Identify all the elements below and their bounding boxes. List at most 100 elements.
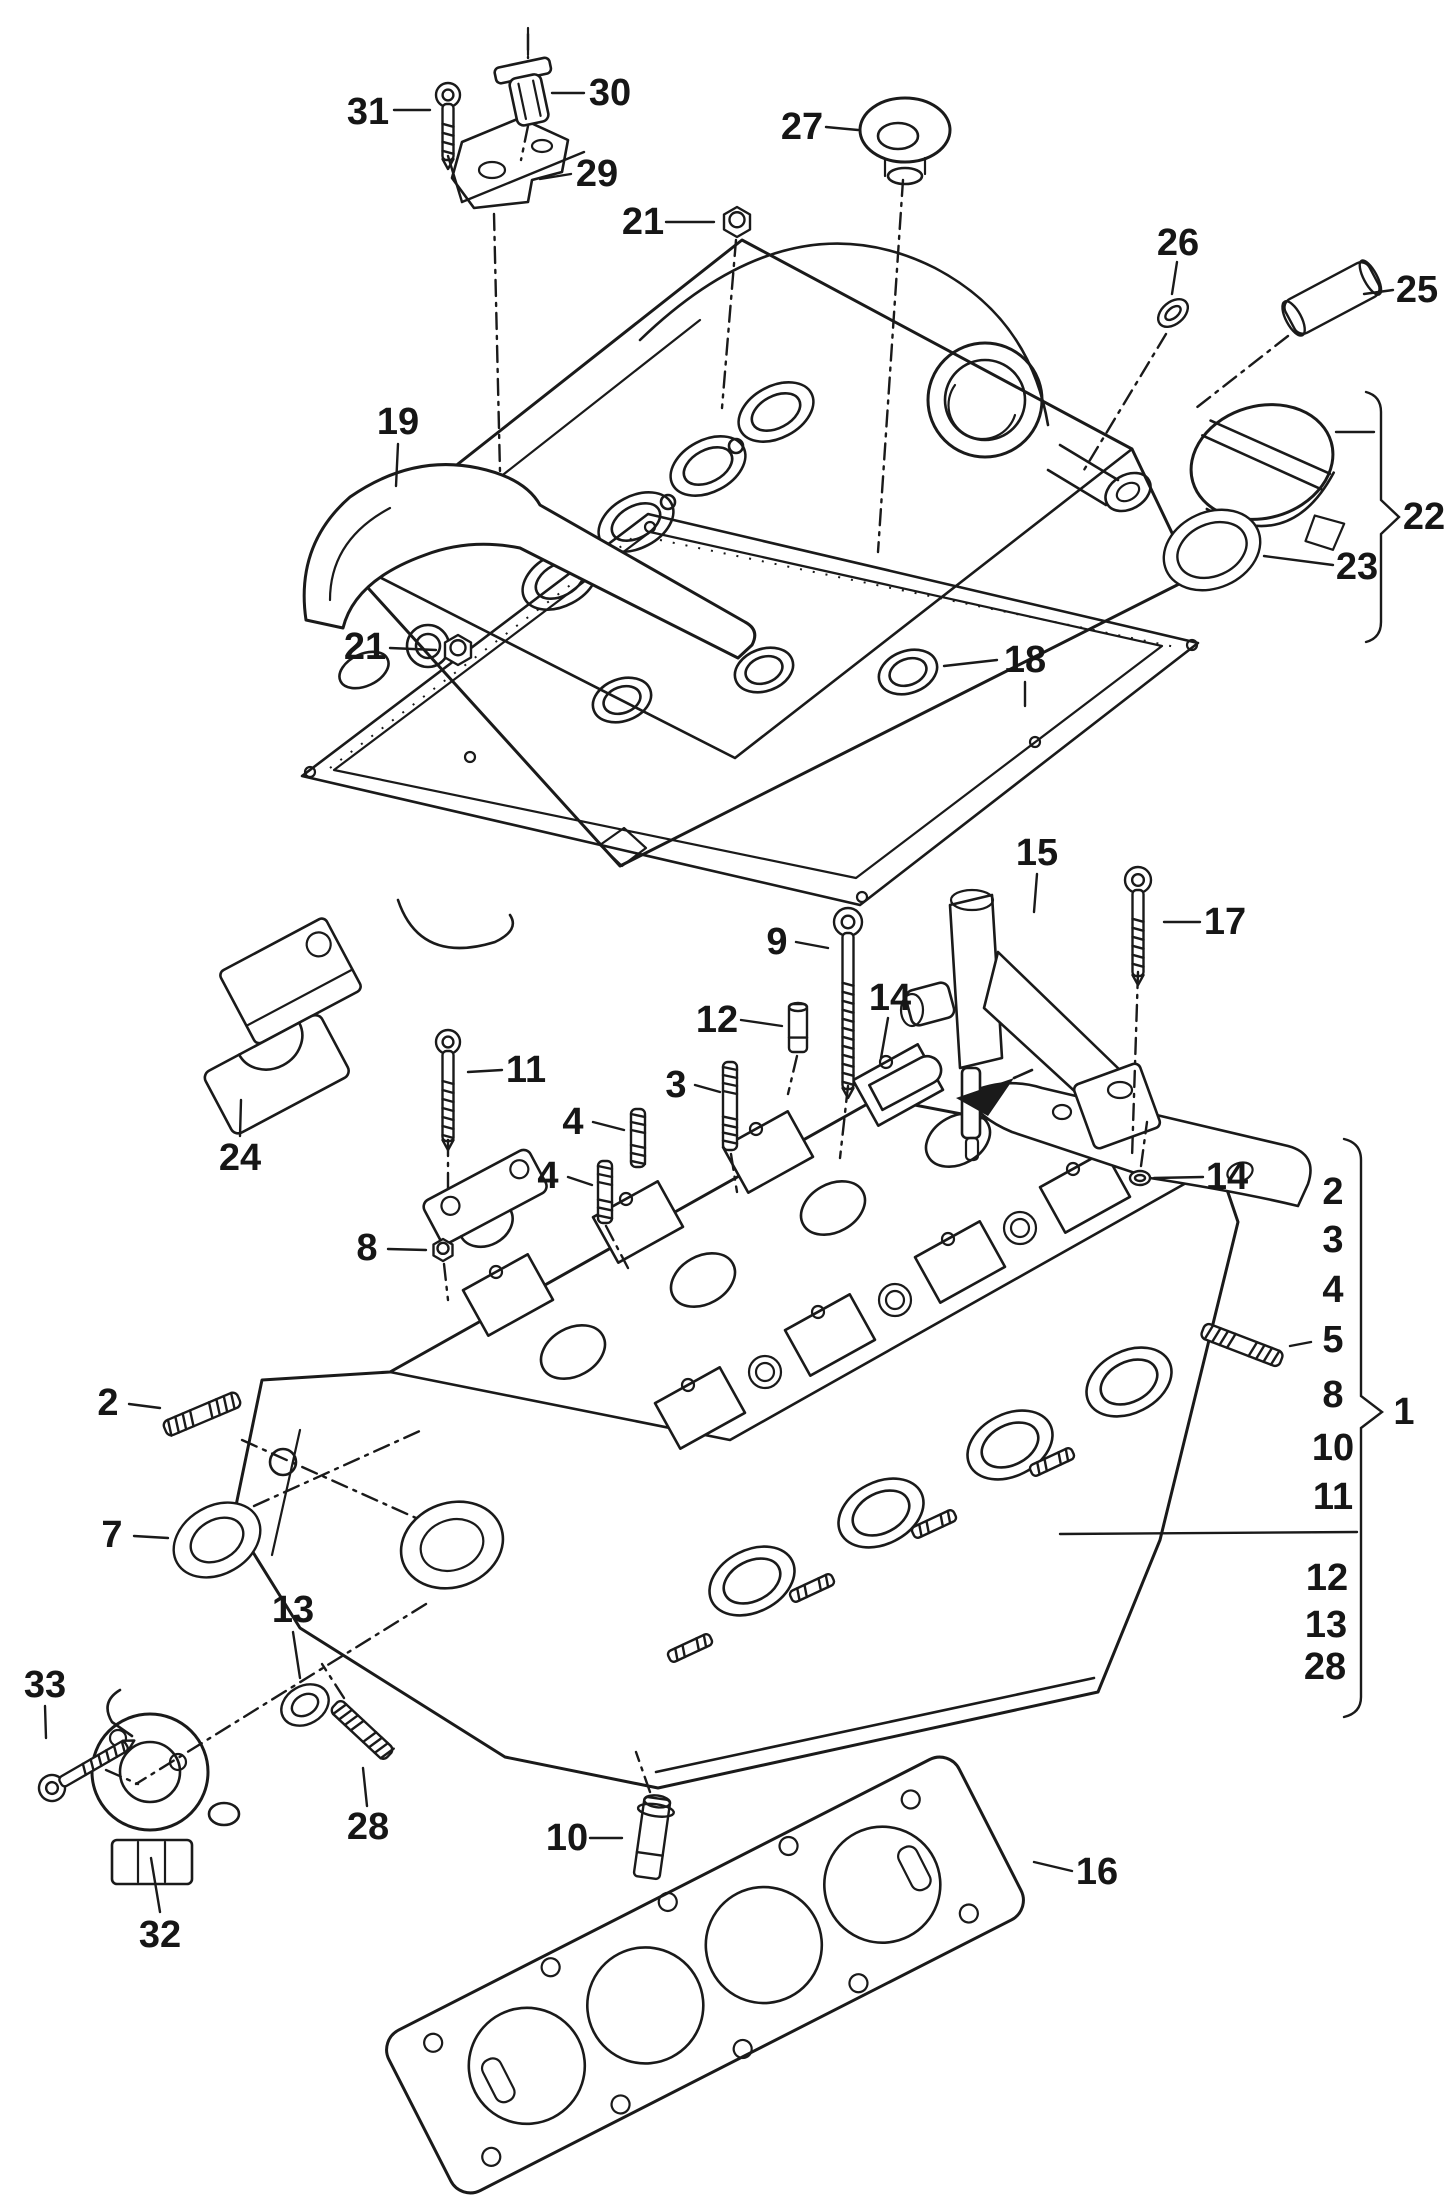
callout-19: 19 [377,401,419,443]
callout-11m: 11 [506,1049,546,1091]
sensor-housing-drawing [90,1688,241,1886]
axis-line-10b [634,1750,652,1794]
callout-17: 17 [1204,901,1246,943]
valve-cover-drawing [338,238,1195,868]
callout-25: 25 [1396,269,1438,311]
callout-g12: 12 [1306,1557,1348,1599]
bushing-13 [280,1683,330,1727]
callout-g5: 5 [1322,1319,1343,1361]
washer-14 [1128,1169,1152,1187]
callout-9: 9 [766,921,787,963]
leader-line-16 [1032,1860,1074,1873]
axis-line-13m [134,1602,428,1786]
baffle-plate-drawing [302,463,757,660]
face-stud-3 [910,1509,958,1539]
callout-23: 23 [1336,546,1378,588]
axis-line-9 [838,1084,850,1160]
seal-23 [1162,508,1262,592]
callout-12: 12 [696,999,738,1041]
callout-8m: 8 [356,1227,377,1269]
static-parts-layer [90,26,1346,2195]
leader-line-14b [1152,1175,1205,1180]
guide-10 [632,1794,675,1881]
bolt-17 [1123,865,1153,987]
leader-line-19 [394,442,400,488]
cam-clamp-drawing [203,917,362,1135]
leader-line-25 [1362,288,1395,296]
leader-line-29 [538,172,573,181]
callout-g4: 4 [1322,1269,1343,1311]
front-arrow-icon [956,1068,1034,1116]
callout-g3: 3 [1322,1219,1343,1261]
callout-4a: 4 [562,1101,583,1143]
leader-line-4a [591,1120,626,1132]
callout-g28: 28 [1304,1646,1346,1688]
callout-22: 22 [1403,496,1445,538]
cylinder-head-drawing [231,1043,1312,1790]
chain-tensioner-drawing [899,888,1162,1162]
axis-line-14b [1139,1120,1149,1168]
leader-line-8m [386,1247,428,1252]
leader-line-9 [794,940,830,950]
leader-line-33 [43,1704,48,1740]
stud-5 [1200,1322,1284,1368]
callout-15: 15 [1016,832,1058,874]
bolt-9 [832,906,864,1100]
bearing-cap-drawing [422,1148,548,1249]
axis-line-27 [876,178,905,554]
leader-line-31 [446,154,464,204]
axis-line-25 [1194,334,1290,410]
screw-31 [434,81,462,171]
bolt-11 [434,1028,462,1152]
stud-4a [629,1107,647,1169]
face-stud-4 [1028,1447,1076,1477]
callout-24: 24 [219,1137,261,1179]
expanding-clip-drawing [493,26,553,127]
callout-g2: 2 [1322,1171,1343,1213]
callout-g8: 8 [1322,1374,1343,1416]
woodruff-key-drawing [867,1054,943,1112]
nut-21a [722,205,752,239]
callout-21b: 21 [344,626,386,668]
callout-g11: 11 [1313,1476,1353,1518]
baffle-inner-line [328,506,392,602]
callout-7: 7 [101,1514,122,1556]
grommet-cap-drawing [858,96,952,186]
callout-27: 27 [781,106,823,148]
callout-33: 33 [24,1664,66,1706]
nut-8 [432,1237,454,1263]
axis-line-26 [1082,332,1168,472]
leader-line-24 [238,1098,243,1138]
callout-26: 26 [1157,222,1199,264]
sleeve-25 [1281,259,1383,337]
leader-line-14a [879,1016,890,1060]
callout-g1: 1 [1393,1391,1414,1433]
callout-30: 30 [589,72,631,114]
callout-4b: 4 [537,1155,558,1197]
leader-line-4b [566,1175,594,1187]
callout-29: 29 [576,153,618,195]
brace-group-1 [1342,1137,1384,1719]
axis-line-29 [492,212,502,474]
axis-line-21a [720,238,738,410]
leader-line-15 [1032,872,1039,914]
axis-line-28b [320,1662,346,1700]
callout-18: 18 [1004,639,1046,681]
stud-2 [162,1391,242,1437]
bolt-33 [37,1739,136,1803]
leader-line-31 [460,150,586,204]
leader-line-13m [291,1630,302,1680]
face-stud-2 [788,1573,836,1603]
leader-line-11m [466,1068,504,1074]
face-stud-1 [666,1633,714,1663]
leader-line-18 [942,658,999,668]
callout-32: 32 [139,1914,181,1956]
leader-line-32 [149,1856,162,1914]
stud-28 [330,1700,395,1760]
brace-group-22 [1364,390,1401,644]
leader-line-26 [1170,260,1179,296]
callout-31: 31 [347,91,389,133]
axis-line-3m [729,1152,739,1194]
seal-26 [1156,298,1190,328]
